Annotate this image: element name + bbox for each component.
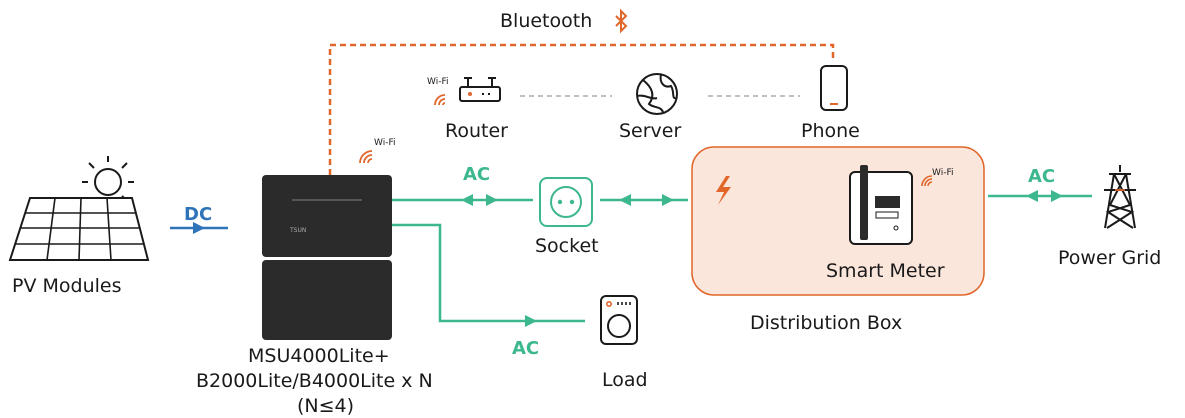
router-icon [459,77,501,102]
meter-wifi-tag: Wi-Fi [932,168,953,178]
inverter-load-line [392,223,585,323]
load-arrow [525,315,537,327]
inverter-brand: TSUN [289,227,306,234]
bluetooth-icon [615,8,628,34]
socket-icon [539,177,593,227]
bluetooth-label: Bluetooth [500,10,592,32]
socket-label: Socket [535,235,599,257]
washing-machine-icon [600,295,638,345]
dc-label: DC [184,204,212,225]
pv-label: PV Modules [12,275,121,297]
solar-panel-icon [8,156,150,261]
grid-ac-label: AC [1028,166,1055,187]
inverter-line3: (N≤4) [297,395,354,417]
inverter-wifi-tag: Wi-Fi [374,138,395,148]
grid-arrow-right [1051,190,1063,202]
phone-icon [820,65,848,111]
bluetooth-link [328,43,835,175]
server-label: Server [619,120,681,142]
distribution-box-label: Distribution Box [750,312,902,334]
router-label: Router [445,120,508,142]
grid-label: Power Grid [1058,247,1161,269]
power-pylon-icon [1104,165,1136,229]
ac-arrow-left [461,194,473,206]
socket-ac-label: AC [463,164,490,185]
router-wifi-icon [434,94,446,106]
router-wifi-tag: Wi-Fi [427,77,448,87]
load-label: Load [602,369,648,391]
meter-wifi-icon [921,175,933,187]
ac-arrow-right [486,194,498,206]
inverter-line1: MSU4000Lite+ [248,345,390,367]
load-ac-label: AC [512,338,539,359]
grid-arrow-left [1026,190,1038,202]
phone-label: Phone [801,120,860,142]
smart-meter-icon [849,165,913,245]
dc-arrow [193,222,205,234]
socket-box-arrow-right [662,194,674,206]
lightning-icon [716,176,731,205]
inverter-wifi-icon [359,150,373,164]
socket-box-arrow-left [619,194,631,206]
inverter-device: TSUN [262,175,392,340]
inverter-line2: B2000Lite/B4000Lite x N [196,370,433,392]
globe-icon [636,73,678,115]
smart-meter-label: Smart Meter [826,260,945,282]
